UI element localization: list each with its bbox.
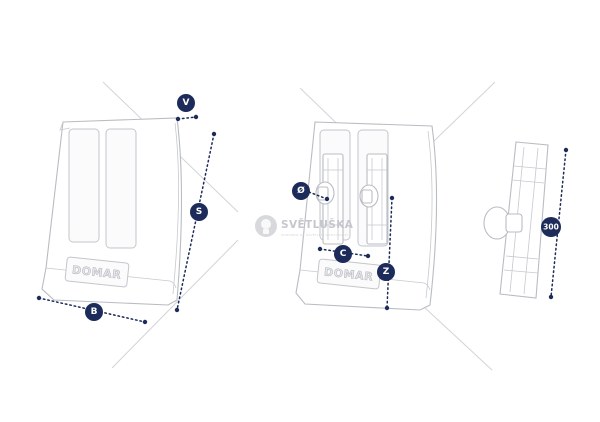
dimension-endpoint — [211, 131, 217, 137]
dimension-endpoint — [175, 116, 181, 122]
dimension-endpoint — [193, 114, 199, 120]
watermark-title: SVĚTLUŠKA — [281, 218, 354, 231]
guard-base-crease — [45, 267, 177, 289]
dimension-badge-v — [177, 94, 195, 112]
dimension-endpoint — [36, 295, 42, 301]
dimension-label-diameter: Ø — [297, 185, 305, 196]
dimension-label-v: V — [183, 98, 190, 108]
dimension-endpoint — [389, 195, 395, 201]
mounting-bracket-right — [359, 153, 388, 245]
dimension-endpoint — [324, 196, 330, 202]
dimension-endpoint — [365, 253, 371, 259]
dimension-diameter: Ø — [292, 182, 330, 202]
dimension-endpoint — [384, 305, 390, 311]
dimension-badge-z — [377, 263, 395, 281]
dimension-endpoint — [174, 307, 180, 313]
watermark: SVĚTLUŠKA ODBORNÍK NA OSVĚTLENÍ DOMÁCNOS… — [255, 215, 354, 237]
brand-plate — [64, 256, 130, 288]
mounting-bracket-left — [315, 153, 344, 245]
brand-label: DOMAR — [323, 265, 374, 283]
guard-slot-right — [105, 128, 137, 249]
guard-slot-left — [68, 128, 100, 243]
bulb-logo-icon — [255, 215, 277, 237]
dimension-endpoint — [317, 246, 323, 252]
guard-top-edge — [59, 121, 71, 131]
dimension-badge-length — [541, 217, 561, 237]
brand-label: DOMAR — [71, 263, 122, 281]
dimension-label-z: Z — [383, 267, 390, 277]
dimension-badge-c — [334, 245, 352, 263]
bracket-detail-view — [483, 141, 549, 299]
dimension-c: C — [317, 245, 371, 263]
dimension-length: 300 — [541, 147, 569, 300]
dimension-line-z — [386, 197, 393, 309]
guard-bracket-view: DOMAR — [295, 121, 438, 311]
dimension-badge-s — [190, 203, 208, 221]
guard-side-edge — [172, 122, 179, 295]
dimension-endpoint — [563, 147, 569, 153]
dimension-line-s — [176, 133, 215, 311]
watermark-subtitle: ODBORNÍK NA OSVĚTLENÍ DOMÁCNOSTÍ — [281, 232, 348, 237]
dimension-line-diameter — [308, 191, 328, 200]
dimension-s: S — [174, 131, 217, 313]
guide-line — [111, 239, 239, 369]
dimension-line-v — [177, 116, 197, 120]
dimension-label-s: S — [196, 207, 202, 217]
dimension-label-b: B — [91, 307, 98, 317]
dimension-badge-diameter — [292, 182, 310, 200]
dimension-label-c: C — [340, 249, 347, 259]
dimension-v: V — [175, 94, 199, 122]
dimension-badge-b — [85, 303, 103, 321]
bracket-clamp-nut — [505, 213, 523, 233]
guard-side-edge — [425, 130, 433, 299]
guard-front-view: DOMAR — [41, 117, 183, 306]
dimension-label-length: 300 — [543, 223, 559, 232]
dimension-endpoint — [142, 319, 148, 325]
dimension-endpoint — [548, 294, 554, 300]
dimension-b: B — [36, 295, 148, 325]
dimension-z: Z — [377, 195, 395, 311]
